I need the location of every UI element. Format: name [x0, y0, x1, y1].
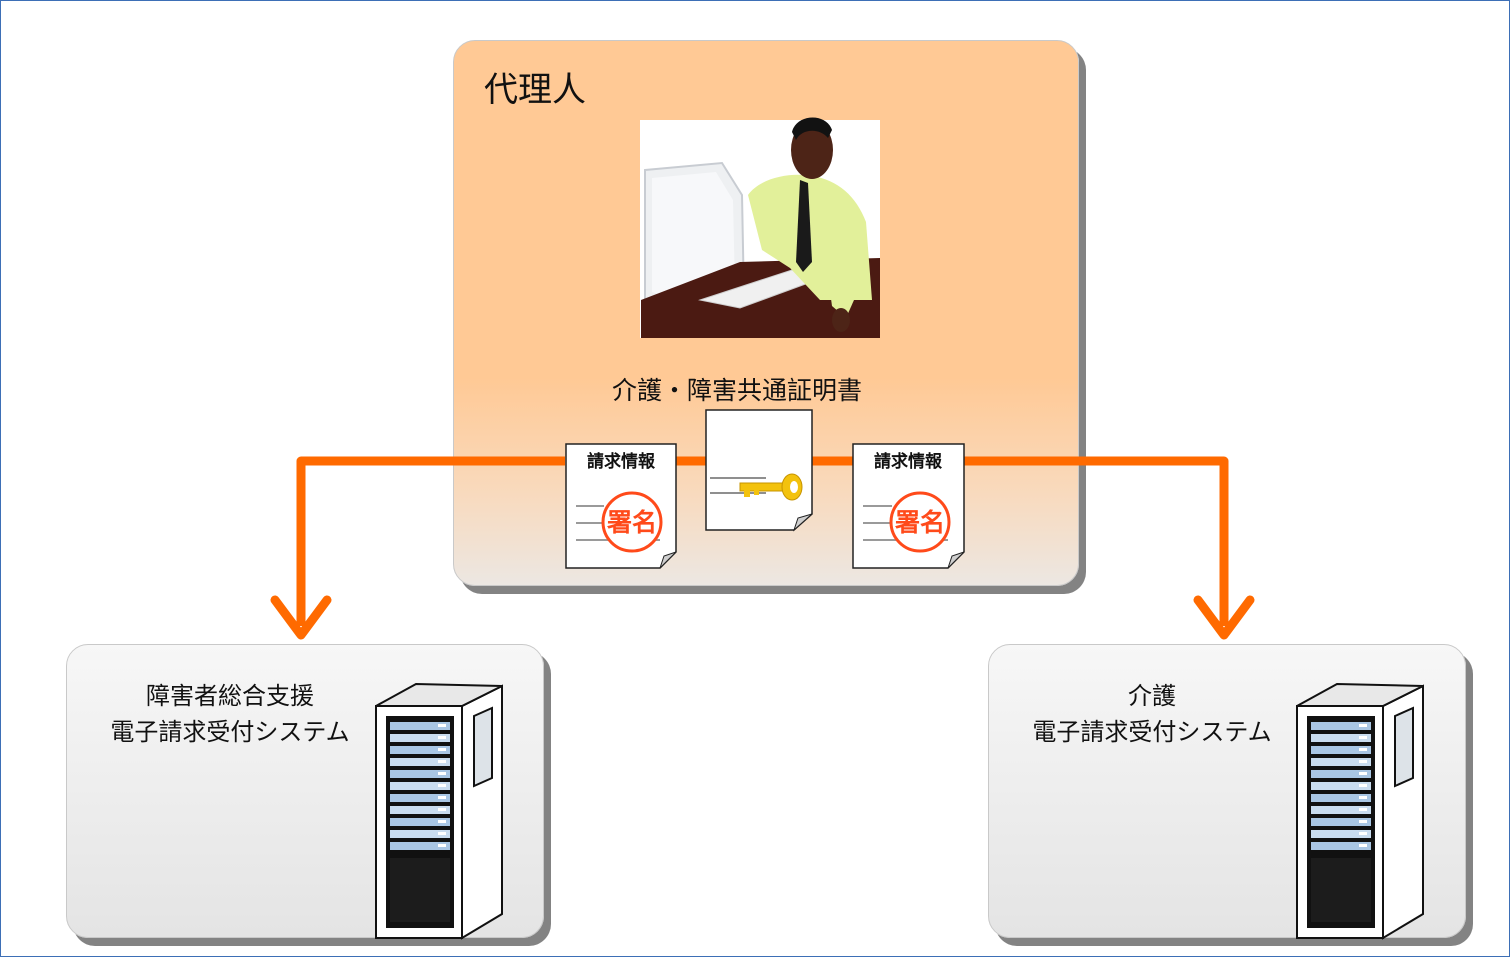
agent-title: 代理人	[484, 70, 586, 110]
billing-document-left-label: 請求情報	[587, 451, 656, 472]
certificate-label: 介護・障害共通証明書	[612, 376, 863, 405]
key-icon	[739, 473, 803, 501]
server-rack-icon	[375, 682, 503, 940]
connector-lines	[270, 456, 1255, 640]
person-at-computer-icon	[640, 117, 880, 338]
certificate-document	[705, 409, 813, 532]
signature-stamp-left: 署名	[607, 508, 657, 537]
care-system-name-line1: 介護	[1128, 682, 1176, 710]
billing-document-right-label: 請求情報	[874, 451, 943, 472]
care-system-name-line2: 電子請求受付システム	[1032, 718, 1272, 746]
billing-document-left	[565, 443, 677, 569]
billing-document-right	[852, 443, 965, 569]
disability-system-name-line2: 電子請求受付システム	[110, 718, 350, 746]
signature-stamp-right: 署名	[895, 508, 945, 537]
server-rack-icon	[1296, 682, 1424, 940]
disability-system-name-line1: 障害者総合支援	[146, 682, 314, 710]
